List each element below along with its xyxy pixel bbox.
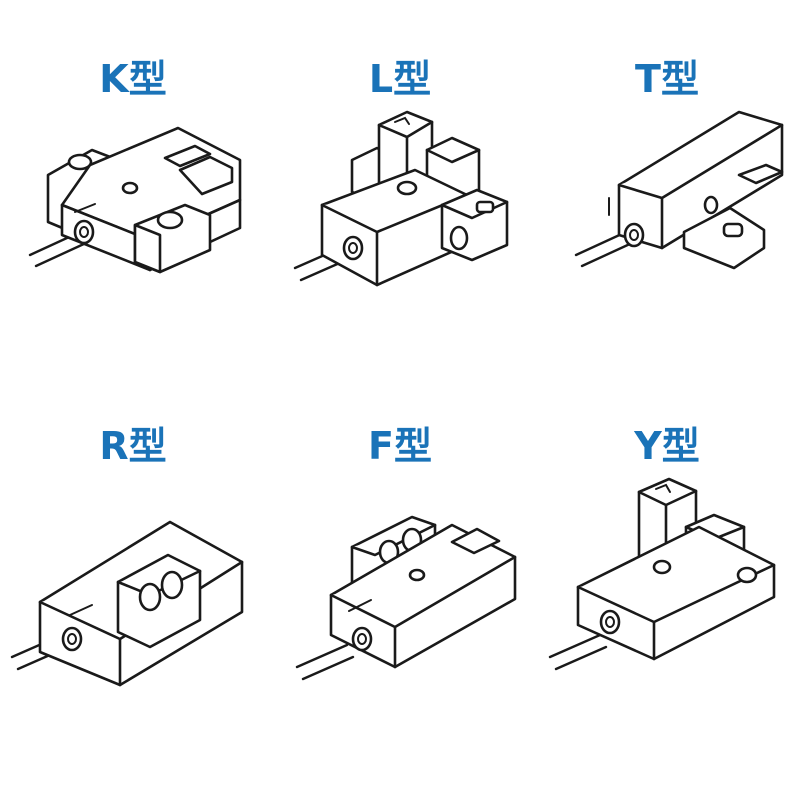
y-type-sensor-illustration [548, 477, 776, 671]
r-type-sensor-illustration [10, 520, 244, 687]
sensor-label: L型 [368, 57, 432, 101]
sensor-label: K型 [99, 57, 167, 101]
sensor-l-type: L型 [267, 0, 533, 340]
sensor-t-type: T型 [534, 0, 800, 340]
sensor-y-type: Y型 [534, 367, 800, 707]
sensor-label: R型 [99, 424, 167, 468]
t-type-sensor-illustration [574, 110, 784, 270]
l-type-sensor-illustration [293, 110, 509, 287]
sensor-f-type: F型 [267, 367, 533, 707]
f-type-sensor-illustration [295, 515, 517, 681]
sensor-label: Y型 [634, 424, 700, 468]
k-type-sensor-illustration [28, 126, 242, 274]
sensor-k-type: K型 [0, 0, 266, 340]
sensor-r-type: R型 [0, 367, 266, 707]
sensor-label: F型 [368, 424, 432, 468]
sensor-label: T型 [635, 57, 699, 101]
